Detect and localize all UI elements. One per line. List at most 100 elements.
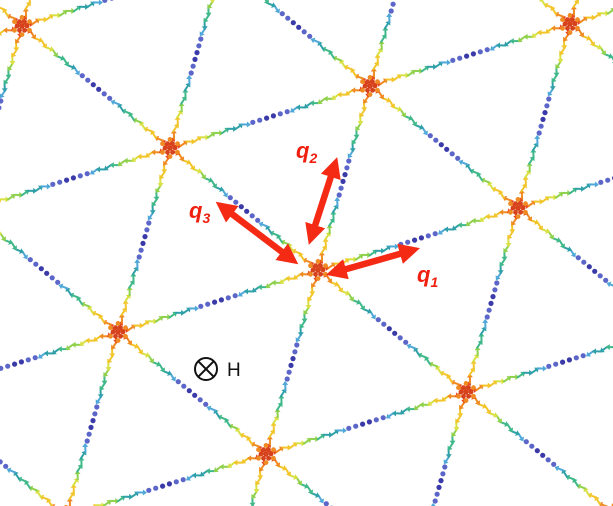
spin-arrow [562,245,572,252]
spin-dot [32,355,38,361]
spin-dot [494,280,500,286]
spin-arrow [296,104,307,111]
spin-arrow [301,312,308,323]
spin-arrow [309,285,316,296]
spin-dot [470,51,476,57]
spin-arrow [109,498,120,505]
spin-arrow [13,192,24,199]
spin-arrow [354,73,365,80]
spin-arrow [321,46,332,53]
spin-dot [12,361,18,367]
spin-arrow [278,394,285,405]
spin-arrow [450,379,461,386]
spin-arrow [309,100,320,107]
spin-dot [323,501,329,506]
spin-arrow [205,6,212,17]
spin-arrow [385,76,396,83]
skyrmion-core-layer [12,13,613,506]
spin-dot [203,401,209,407]
spin-arrow [244,288,255,295]
spin-arrow [375,47,383,57]
q3-label-main: q [189,198,203,223]
spin-arrow [227,125,238,132]
spin-arrow [65,8,76,15]
spin-arrow [351,135,359,145]
spin-dot [166,481,172,487]
spin-arrow [417,352,428,359]
spin-arrow [121,108,132,115]
spin-arrow [213,130,224,137]
spin-dot [0,365,4,371]
spin-arrow [192,472,203,479]
spin-dot [264,115,270,121]
spin-arrow [105,361,112,372]
spin-arrow [175,309,186,316]
spin-arrow [110,99,121,106]
svg-text:q3: q3 [189,198,210,226]
spin-dot [33,261,39,267]
spin-arrow [575,185,586,192]
field-label: H [227,360,241,381]
spin-arrow [318,251,325,262]
spin-dot [198,36,204,42]
spin-arrow [419,401,430,408]
spin-arrow [543,2,554,9]
spin-arrow [531,142,539,152]
spin-dot [375,317,381,323]
spin-arrow [274,408,281,419]
spin-arrow [151,197,159,207]
spin-arrow [430,502,437,506]
spin-dot [444,146,450,152]
spin-dot [346,425,352,431]
spin-arrow [599,10,610,17]
spin-arrow [457,222,468,229]
spin-arrow [509,223,516,234]
spin-arrow [123,493,134,500]
spin-dot [70,175,76,181]
skyrmion-core [456,381,476,403]
q3-arrow [215,201,299,265]
spin-dot [27,257,33,263]
spin-arrow [5,68,12,79]
spin-arrow [147,318,158,325]
spin-arrow [14,247,24,254]
spin-arrow [82,442,89,453]
spin-arrow [219,463,230,470]
spin-arrow [201,20,208,31]
spin-arrow [534,134,541,145]
spin-arrow [482,318,489,329]
spin-dot [44,270,50,276]
spin-dot [425,233,431,239]
spin-dot [434,491,440,497]
spin-arrow [299,319,307,329]
spin-dot [573,355,579,361]
spin-arrow [445,448,452,459]
spin-arrow [523,169,531,179]
spin-dot [542,110,548,116]
spin-dot [96,86,102,92]
spin-arrow [323,95,334,102]
spin-arrow [118,313,125,324]
spin-arrow [561,190,572,197]
spin-arrow [527,156,535,166]
skyrmion-core [108,321,128,343]
spin-arrow [214,185,224,192]
spin-dot [212,299,218,305]
spin-arrow [137,153,148,160]
spin-arrow [6,13,17,20]
spin-arrow [3,238,14,245]
spin-arrow [228,423,239,430]
spin-arrow [549,80,556,91]
spin-arrow [134,258,141,269]
q2-label-sub: 2 [308,150,317,166]
spin-arrow [523,369,534,376]
spin-dot [84,438,90,444]
spin-arrow [357,115,364,126]
spin-arrow [188,305,199,312]
spin-arrow [22,7,29,18]
spin-dot [142,234,148,240]
spin-dot [192,392,198,398]
spin-arrow [126,286,133,297]
spin-dot [484,314,490,320]
spin-dot [57,179,63,185]
